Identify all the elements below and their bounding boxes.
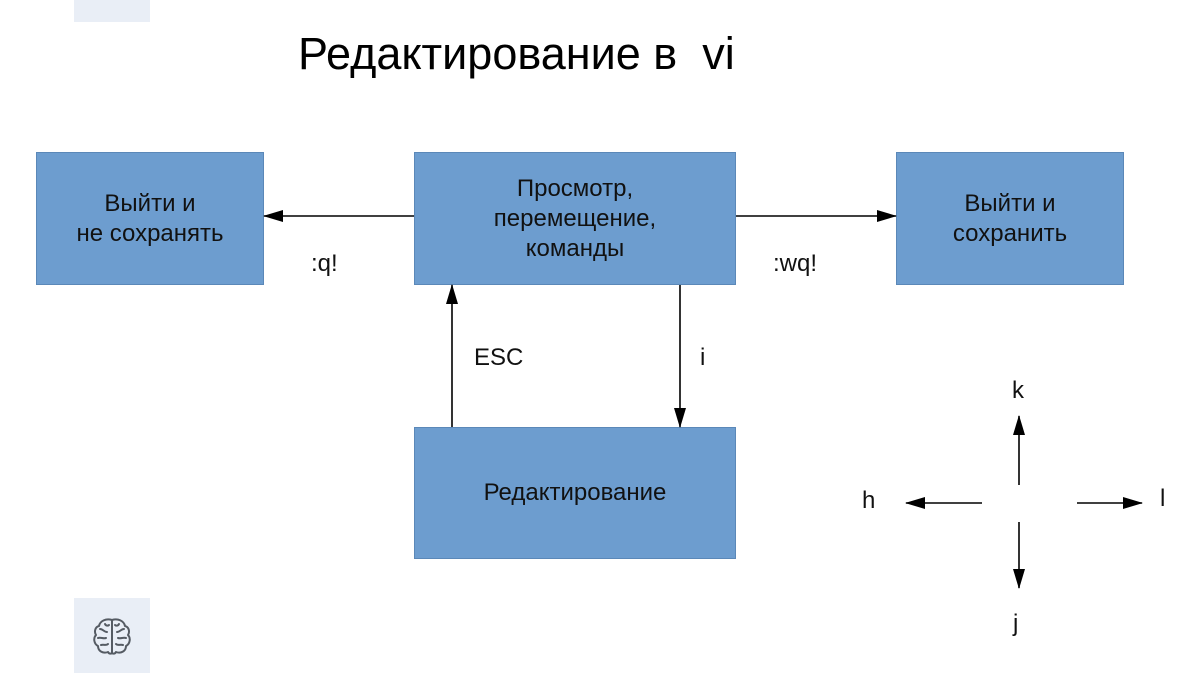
- node-quit-save: Выйти и сохранить: [896, 152, 1124, 285]
- nav-label-left: h: [862, 487, 876, 514]
- edge-label-esc: ESC: [474, 344, 524, 371]
- edge-label-quit-save: :wq!: [773, 250, 818, 277]
- nav-label-right: l: [1160, 485, 1166, 512]
- corner-tab: [74, 0, 150, 22]
- nav-label-up: k: [1012, 377, 1024, 404]
- node-command-mode-label: Просмотр, перемещение, команды: [493, 174, 657, 262]
- edge-label-quit-nosave: :q!: [311, 250, 338, 277]
- node-edit-mode: Редактирование: [414, 427, 736, 559]
- nav-label-down: j: [1013, 610, 1019, 637]
- node-quit-save-label: Выйти и сохранить: [952, 189, 1068, 247]
- node-edit-mode-label: Редактирование: [483, 479, 667, 506]
- node-quit-nosave-label: Выйти и не сохранять: [76, 189, 224, 247]
- brain-icon: [93, 617, 131, 655]
- node-quit-nosave: Выйти и не сохранять: [36, 152, 264, 285]
- edge-label-insert: i: [700, 344, 706, 371]
- logo-tile: [74, 598, 150, 673]
- page-title: Редактирование в vi: [298, 28, 735, 79]
- node-command-mode: Просмотр, перемещение, команды: [414, 152, 736, 285]
